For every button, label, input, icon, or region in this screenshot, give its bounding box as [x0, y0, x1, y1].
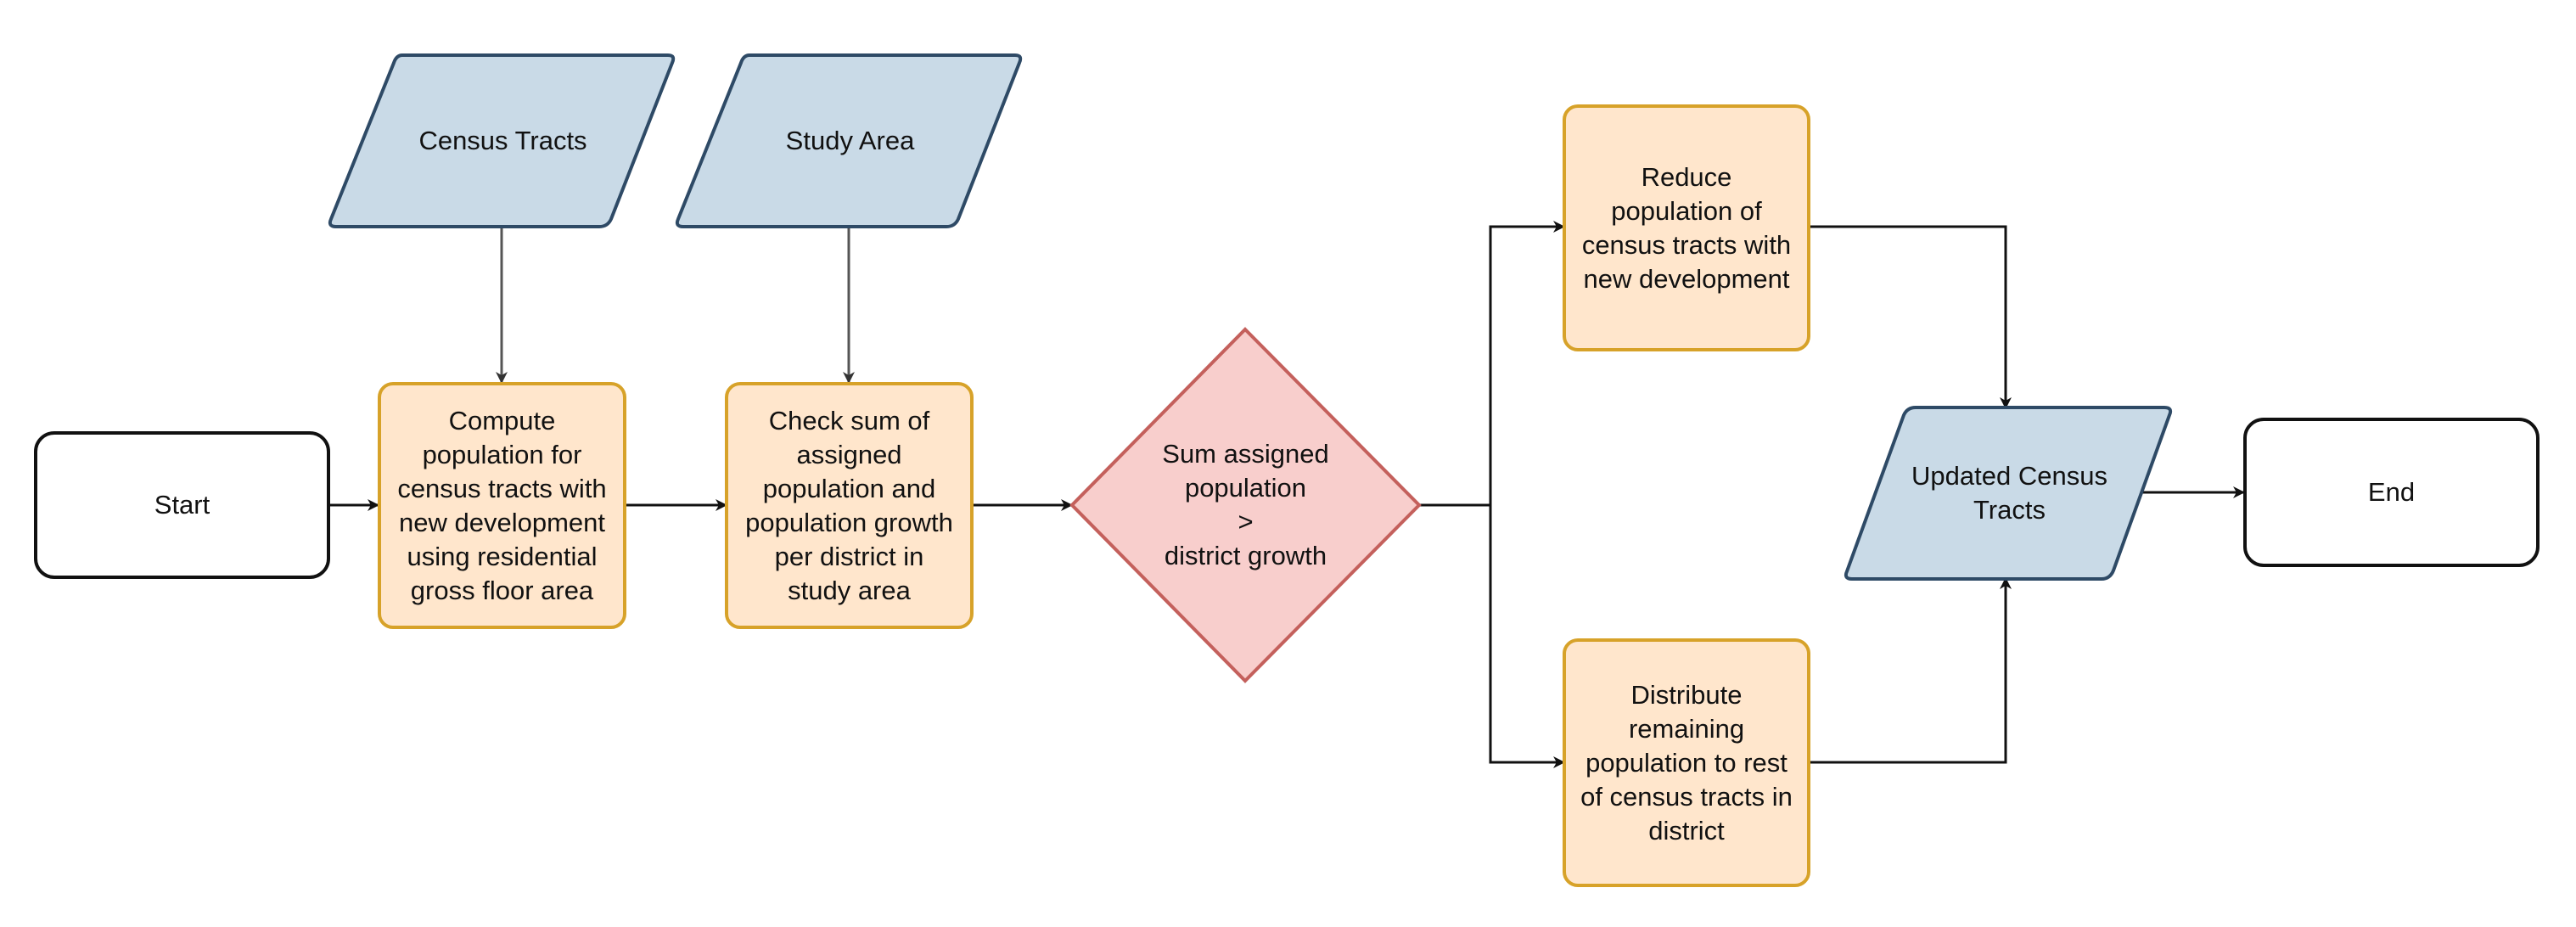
study-area-label-text: Study Area	[785, 126, 915, 155]
edge-decision-to-distribute	[1489, 505, 1565, 768]
reduce-line-1: Reduce	[1641, 161, 1732, 192]
check-line-2: assigned	[796, 439, 902, 469]
distribute-process-node	[1563, 638, 1810, 887]
start-node-label: Start	[36, 433, 328, 577]
edge-reduce-to-updated	[1809, 225, 2012, 409]
check-line-5: per district in	[774, 541, 924, 571]
reduce-line-2: population of	[1611, 195, 1762, 226]
check-process-node	[725, 382, 974, 629]
updated-census-tracts-data-node	[1844, 406, 2173, 581]
decision-line-4: district growth	[1164, 541, 1327, 570]
compute-process-node	[378, 382, 626, 629]
distribute-line-1: Distribute	[1630, 679, 1743, 710]
end-node-label: End	[2245, 419, 2538, 565]
compute-line-2: population for	[422, 439, 582, 469]
end-node	[2243, 418, 2540, 567]
decision-node	[1069, 327, 1422, 683]
start-label-text: Start	[154, 490, 210, 520]
reduce-line-3: census tracts with	[1581, 229, 1792, 260]
decision-line-3: >	[1237, 507, 1254, 537]
compute-line-1: Compute	[448, 405, 556, 435]
census-tracts-label: Census Tracts	[356, 55, 649, 227]
distribute-line-3: population to rest	[1585, 747, 1787, 778]
updated-line-1: Updated Census	[1911, 461, 2107, 491]
end-label-text: End	[2367, 477, 2416, 507]
compute-line-6: gross floor area	[410, 575, 594, 605]
reduce-label: Reduce population of census tracts with …	[1564, 106, 1809, 350]
check-label: Check sum of assigned population and pop…	[727, 384, 972, 627]
reduce-line-4: new development	[1583, 263, 1790, 294]
study-area-data-node	[675, 53, 1023, 228]
decision-label: Sum assigned population > district growt…	[1095, 407, 1396, 603]
check-line-3: population and	[762, 473, 936, 503]
updated-line-2: Tracts	[1973, 495, 2046, 525]
start-node	[34, 431, 330, 579]
reduce-process-node	[1563, 104, 1810, 351]
edges	[328, 221, 2245, 768]
check-line-6: study area	[788, 575, 911, 605]
census-tracts-label-text: Census Tracts	[418, 126, 587, 155]
census-tracts-data-node	[328, 53, 676, 228]
compute-line-5: using residential	[407, 541, 598, 571]
edge-distribute-to-updated	[1809, 577, 2012, 764]
decision-line-2: population	[1184, 473, 1307, 503]
distribute-line-5: district	[1648, 815, 1725, 846]
updated-census-tracts-label: Updated Census Tracts	[1863, 407, 2156, 579]
study-area-label: Study Area	[704, 55, 996, 227]
compute-label: Compute population for census tracts wit…	[379, 384, 625, 627]
compute-line-4: new development	[399, 507, 605, 537]
distribute-line-4: of census tracts in	[1580, 781, 1793, 812]
nodes	[34, 53, 2540, 887]
compute-line-3: census tracts with	[397, 473, 607, 503]
distribute-line-2: remaining	[1628, 713, 1745, 744]
distribute-label: Distribute remaining population to rest …	[1564, 640, 1809, 885]
decision-line-1: Sum assigned	[1162, 439, 1329, 469]
edge-decision-to-reduce	[1419, 221, 1565, 507]
check-line-4: population growth	[745, 507, 953, 537]
check-line-1: Check sum of	[768, 405, 930, 435]
